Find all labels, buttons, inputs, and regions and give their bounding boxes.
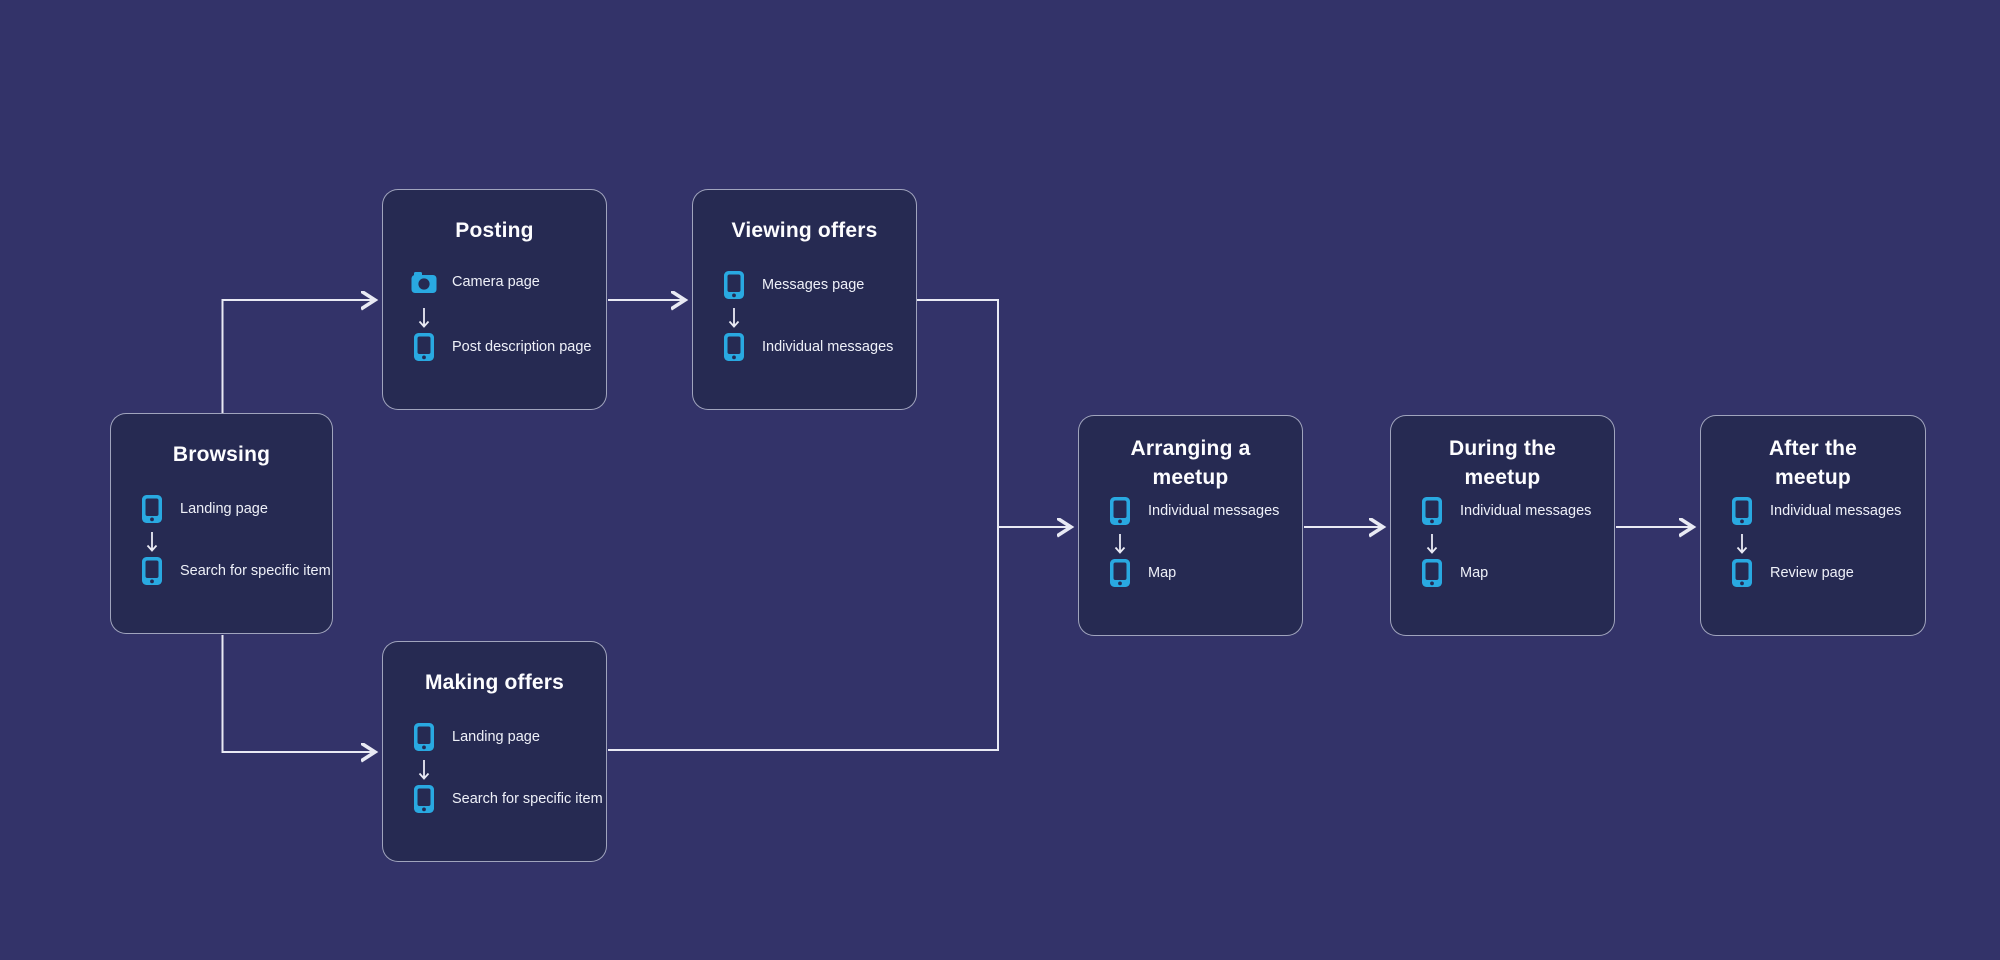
step-label: Review page <box>1770 564 1854 581</box>
phone-icon <box>411 722 437 752</box>
step-label: Individual messages <box>1148 502 1280 519</box>
flow-card-viewing-offers: Viewing offers Messages page Individual … <box>692 189 917 410</box>
down-arrow-icon <box>418 307 430 336</box>
step-label: Individual messages <box>762 338 894 355</box>
flow-step: Search for specific item <box>139 556 331 586</box>
phone-icon <box>1107 496 1133 526</box>
edge-merge-trunk <box>608 299 999 751</box>
step-label: Search for specific item <box>180 562 331 579</box>
phone-icon <box>139 556 165 586</box>
down-arrow-icon <box>1736 533 1748 562</box>
card-title: Making offers <box>424 671 565 694</box>
step-label: Map <box>1148 564 1177 581</box>
edge-browsing-to-making-offers <box>221 635 375 752</box>
down-arrow-icon <box>728 307 740 336</box>
step-label: Post description page <box>452 338 592 355</box>
down-arrow-icon <box>1426 533 1438 562</box>
flow-step: Individual messages <box>1107 496 1279 526</box>
flow-step: Search for specific item <box>411 784 603 814</box>
flow-step: Landing page <box>411 722 540 752</box>
step-label: Individual messages <box>1460 502 1592 519</box>
camera-icon <box>411 270 437 294</box>
flow-card-browsing: Browsing Landing page Search for specifi… <box>110 413 333 634</box>
flow-step: Individual messages <box>1729 496 1901 526</box>
flow-step: Individual messages <box>721 332 893 362</box>
flow-step: Review page <box>1729 558 1854 588</box>
phone-icon <box>139 494 165 524</box>
card-title: Posting <box>455 219 534 242</box>
flow-step: Camera page <box>411 270 540 294</box>
step-label: Messages page <box>762 276 865 293</box>
phone-icon <box>411 784 437 814</box>
step-label: Landing page <box>180 500 268 517</box>
step-label: Landing page <box>452 728 540 745</box>
flow-step: Messages page <box>721 270 864 300</box>
phone-icon <box>721 332 747 362</box>
edge-browsing-to-posting <box>221 300 375 413</box>
step-label: Camera page <box>452 273 540 290</box>
phone-icon <box>1729 496 1755 526</box>
card-title: Browsing <box>172 443 271 466</box>
flow-step: Individual messages <box>1419 496 1591 526</box>
step-label: Map <box>1460 564 1489 581</box>
phone-icon <box>411 332 437 362</box>
flow-step: Post description page <box>411 332 591 362</box>
phone-icon <box>1419 558 1445 588</box>
flow-step: Landing page <box>139 494 268 524</box>
flow-step: Map <box>1107 558 1176 588</box>
down-arrow-icon <box>146 531 158 560</box>
phone-icon <box>721 270 747 300</box>
down-arrow-icon <box>1114 533 1126 562</box>
phone-icon <box>1729 558 1755 588</box>
down-arrow-icon <box>418 759 430 788</box>
flow-card-posting: Posting Camera page Post description pag… <box>382 189 607 410</box>
phone-icon <box>1107 558 1133 588</box>
phone-icon <box>1419 496 1445 526</box>
step-label: Individual messages <box>1770 502 1902 519</box>
flow-step: Map <box>1419 558 1488 588</box>
flow-card-making-offers: Making offers Landing page Search for sp… <box>382 641 607 862</box>
card-title: Viewing offers <box>731 219 878 242</box>
step-label: Search for specific item <box>452 790 603 807</box>
